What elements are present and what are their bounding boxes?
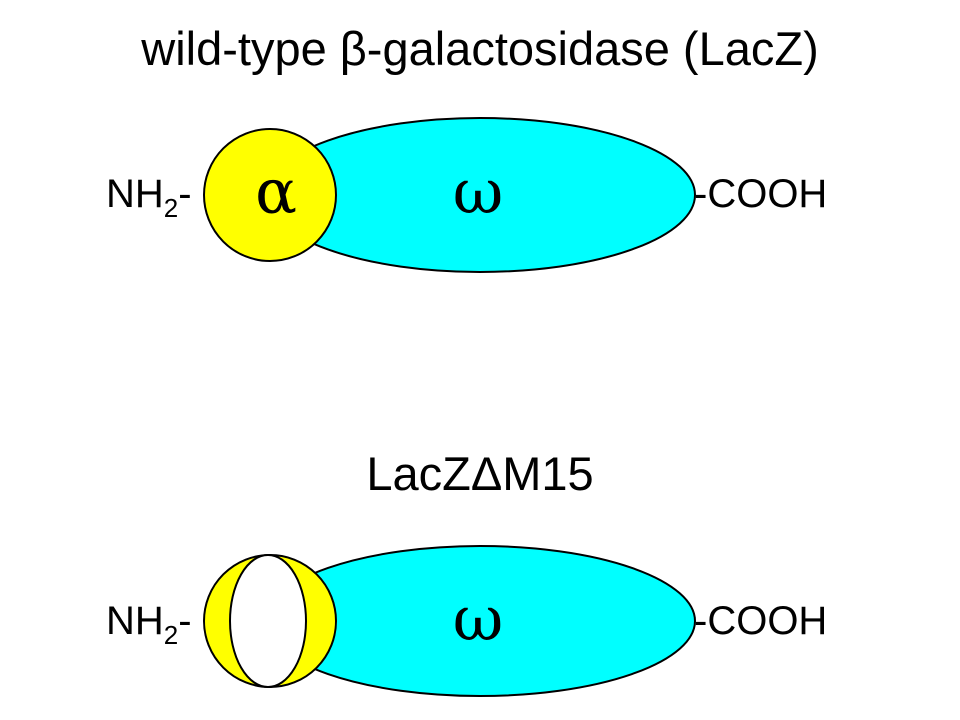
wild-type-protein: α ω bbox=[203, 117, 696, 273]
omega-symbol: ω bbox=[453, 155, 504, 228]
mutant-c-terminus: -COOH bbox=[694, 599, 827, 643]
wild-type-c-terminus: -COOH bbox=[694, 172, 827, 216]
mutant-title: LacZΔM15 bbox=[366, 447, 593, 500]
n-terminus-subscript: 2 bbox=[164, 193, 178, 223]
n-terminus-dash: - bbox=[178, 172, 191, 216]
n-terminus-dash: - bbox=[178, 599, 191, 643]
alpha-symbol: α bbox=[255, 155, 297, 228]
mutant-protein: ω bbox=[203, 545, 696, 697]
mutant-n-terminus: NH2- bbox=[106, 599, 192, 650]
omega-symbol: ω bbox=[453, 582, 504, 655]
wild-type-n-terminus: NH2- bbox=[106, 172, 192, 223]
n-terminus-main: NH bbox=[106, 172, 164, 216]
alpha-domain bbox=[203, 128, 337, 262]
deleted-region bbox=[229, 554, 307, 688]
n-terminus-subscript: 2 bbox=[164, 620, 178, 650]
n-terminus-main: NH bbox=[106, 599, 164, 643]
wild-type-title: wild-type β-galactosidase (LacZ) bbox=[140, 22, 818, 75]
